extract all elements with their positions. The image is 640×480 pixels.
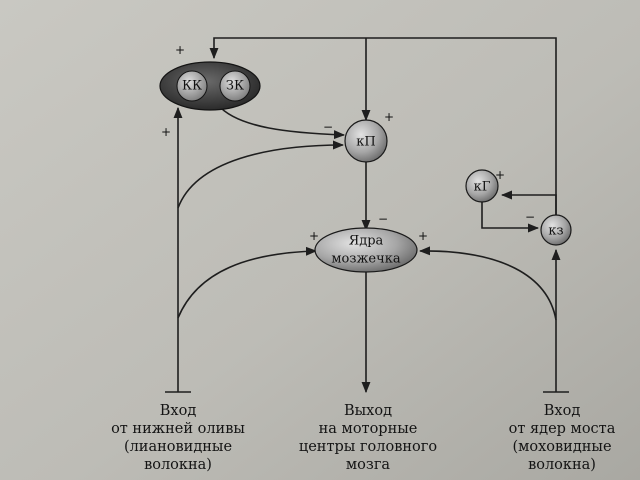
caption-right-line3: (моховидные — [512, 439, 611, 455]
nuclei-node — [314, 227, 418, 273]
caption-left-line3: (лиановидные — [124, 439, 232, 455]
kz-to-kg — [500, 190, 557, 222]
plus-sign-golgi: + — [495, 168, 505, 182]
plus-sign-purkinje: + — [384, 110, 394, 124]
climbing-input-to-nuclei — [177, 246, 318, 319]
purkinje-cell: кП — [344, 119, 388, 163]
plus-sign-complex-top: + — [175, 43, 185, 57]
kg-node — [465, 169, 499, 203]
caption-left-line1: Вход — [160, 403, 197, 419]
climbing-input-to-purkinje — [177, 140, 345, 209]
kg-to-kz — [481, 198, 540, 233]
caption-left: Вход от нижней оливы (лиановидные волокн… — [111, 403, 245, 473]
caption-center: Выход на моторные центры головного мозга — [299, 403, 437, 473]
nuclei-label-line1: Ядра — [349, 234, 384, 249]
caption-right: Вход от ядер моста (моховидные волокна) — [509, 403, 616, 473]
kp-label: кП — [356, 135, 375, 150]
caption-center-line4: мозга — [346, 457, 391, 473]
minus-sign-purkinje: − — [323, 120, 333, 134]
kz-node — [540, 214, 572, 246]
top-loop-to-complex — [209, 37, 557, 215]
kp-node — [344, 119, 388, 163]
nuclei-label-line2: мозжечка — [331, 252, 400, 267]
plus-sign-nuclei-right: + — [418, 229, 428, 243]
minus-sign-granule: − — [525, 210, 535, 224]
plus-sign-nuclei-left: + — [309, 229, 319, 243]
zk-node — [219, 70, 251, 102]
mossy-input-to-nuclei — [418, 246, 557, 321]
synapse-signs: + + − + − + + + − — [161, 43, 535, 243]
minus-sign-nuclei: − — [378, 212, 388, 226]
kk-node — [176, 70, 208, 102]
kz-label: кз — [548, 224, 563, 239]
caption-right-line1: Вход — [544, 403, 581, 419]
golgi-cell: кГ — [465, 169, 499, 203]
connections — [165, 37, 569, 394]
plus-sign-complex-left: + — [161, 125, 171, 139]
kg-label: кГ — [474, 180, 491, 195]
caption-left-line4: волокна) — [144, 457, 212, 473]
cerebellar-nuclei: Ядра мозжечка — [314, 227, 418, 273]
caption-center-line2: на моторные — [319, 421, 418, 437]
caption-right-line4: волокна) — [528, 457, 596, 473]
granule-cell-right: кз — [540, 214, 572, 246]
complex-to-purkinje — [217, 104, 346, 140]
kk-label: КК — [182, 79, 202, 94]
granule-complex: КК ЗК — [159, 61, 261, 111]
caption-center-line3: центры головного — [299, 439, 437, 455]
zk-label: ЗК — [226, 79, 244, 94]
caption-center-line1: Выход — [344, 403, 392, 419]
caption-left-line2: от нижней оливы — [111, 421, 245, 437]
caption-right-line2: от ядер моста — [509, 421, 616, 437]
